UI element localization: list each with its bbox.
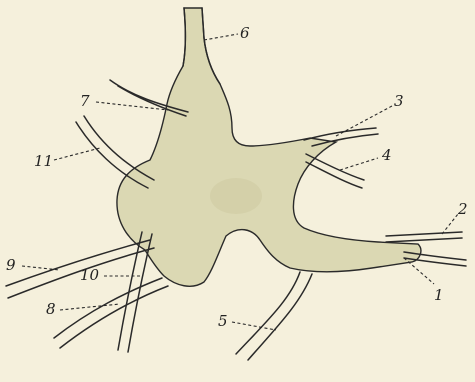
label-4: 4: [381, 146, 392, 164]
label-11: 11: [34, 152, 53, 170]
label-10: 10: [80, 266, 100, 284]
label-8: 8: [46, 300, 56, 318]
label-1: 1: [434, 286, 444, 304]
label-9: 9: [6, 256, 16, 274]
label-7: 7: [80, 92, 90, 110]
label-3: 3: [394, 92, 404, 110]
label-2: 2: [457, 200, 468, 218]
label-5: 5: [218, 312, 228, 330]
body-shadow: [210, 178, 262, 214]
label-6: 6: [240, 24, 250, 42]
